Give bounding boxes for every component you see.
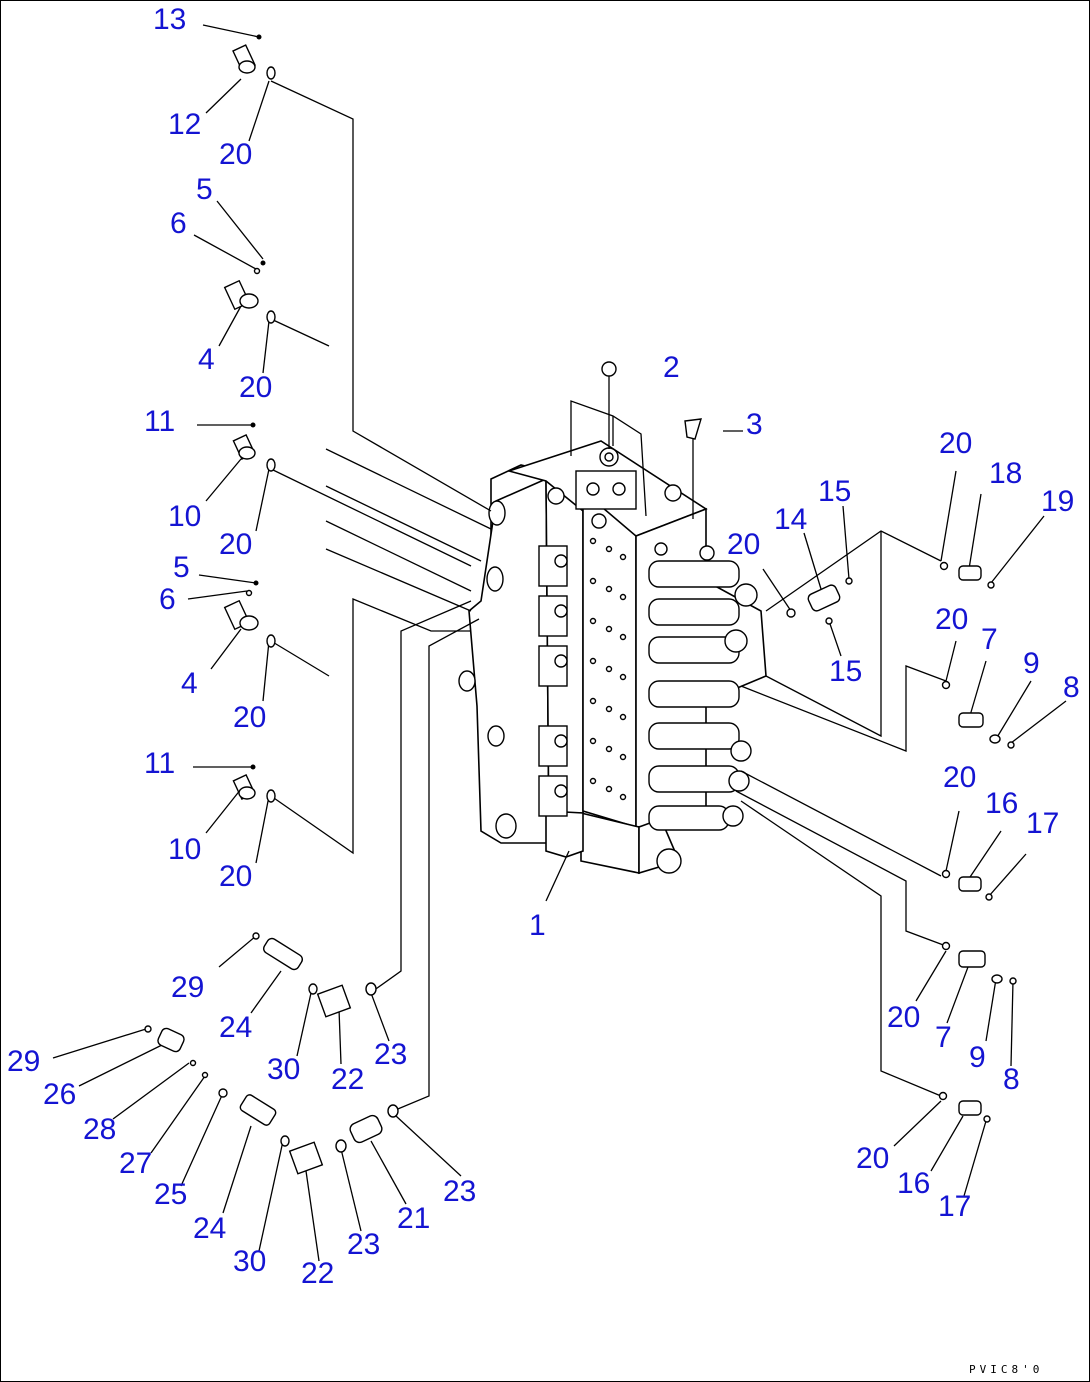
callout-29: 29 [171,971,204,1004]
callout-11: 11 [144,405,175,438]
callout-8: 8 [1003,1063,1020,1096]
callout-20: 20 [935,603,968,636]
callout-24: 24 [193,1212,226,1245]
callout-5: 5 [196,173,213,206]
callout-20: 20 [727,528,760,561]
drawing-reference: PVIC8'0 [969,1363,1043,1376]
callout-6: 6 [170,207,187,240]
callout-24: 24 [219,1011,252,1044]
callout-20: 20 [943,761,976,794]
callout-30: 30 [233,1245,266,1278]
callout-20: 20 [856,1142,889,1175]
callout-20: 20 [219,528,252,561]
callout-15: 15 [818,475,851,508]
callout-7: 7 [981,623,998,656]
callout-17: 17 [938,1190,971,1223]
callout-1: 1 [529,909,546,942]
callout-20: 20 [239,371,272,404]
callout-22: 22 [301,1257,334,1290]
callout-3: 3 [746,408,763,441]
callout-14: 14 [774,503,807,536]
callout-8: 8 [1063,671,1080,704]
callout-4: 4 [198,343,215,376]
callout-15: 15 [829,655,862,688]
callout-16: 16 [985,787,1018,820]
callout-9: 9 [1023,647,1040,680]
control-valve-body [458,440,767,875]
callout-28: 28 [83,1113,116,1146]
callout-20: 20 [233,701,266,734]
callout-17: 17 [1026,807,1059,840]
callout-4: 4 [181,667,198,700]
callout-23: 23 [374,1038,407,1071]
callout-20: 20 [219,860,252,893]
callout-16: 16 [897,1167,930,1200]
callout-22: 22 [331,1063,364,1096]
callout-20: 20 [887,1001,920,1034]
callout-25: 25 [154,1178,187,1211]
callout-29: 29 [7,1045,40,1078]
callout-7: 7 [935,1021,952,1054]
callout-13: 13 [153,3,186,36]
callout-10: 10 [168,833,201,866]
callout-5: 5 [173,551,190,584]
callout-6: 6 [159,583,176,616]
callout-26: 26 [43,1078,76,1111]
callout-12: 12 [168,108,201,141]
small-parts [144,34,1017,1175]
leader-lines [52,24,1067,1262]
callout-23: 23 [347,1228,380,1261]
callout-27: 27 [119,1147,152,1180]
callout-11: 11 [144,747,175,780]
callout-2: 2 [663,351,680,384]
callout-20: 20 [219,138,252,171]
callout-labels: 13 12 20 5 6 4 20 2 3 11 10 20 20 14 15 … [7,3,1080,1290]
callout-21: 21 [397,1202,430,1235]
callout-19: 19 [1041,485,1074,518]
callout-18: 18 [989,457,1022,490]
callout-23: 23 [443,1175,476,1208]
callout-30: 30 [267,1053,300,1086]
callout-9: 9 [969,1041,986,1074]
callout-20: 20 [939,427,972,460]
callout-10: 10 [168,500,201,533]
